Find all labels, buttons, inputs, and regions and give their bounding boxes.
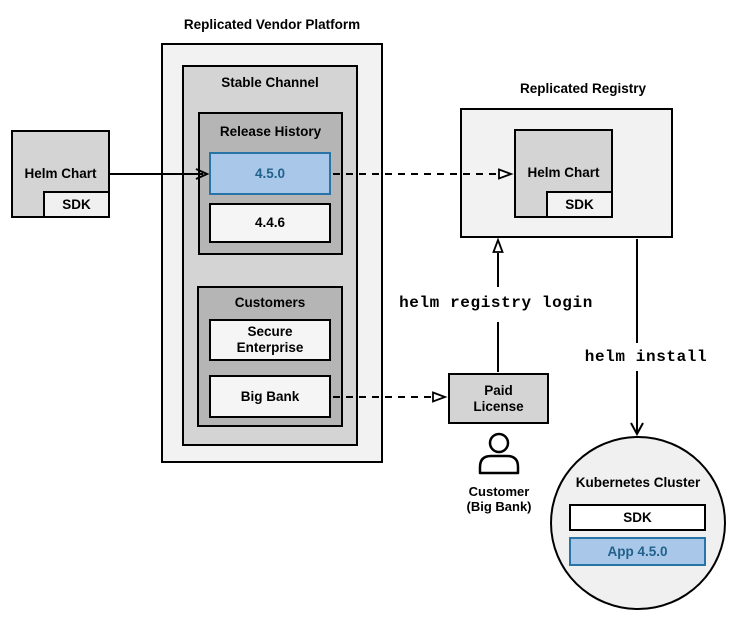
release-version-446: 4.4.6	[209, 203, 331, 243]
customer-big-bank: Big Bank	[209, 375, 331, 418]
release-version-450: 4.5.0	[209, 152, 331, 195]
registry-sdk-box: SDK	[546, 191, 613, 218]
cluster-app-box: App 4.5.0	[569, 537, 706, 566]
customer-person-icon	[478, 432, 520, 475]
cluster-sdk-box: SDK	[569, 504, 706, 531]
customer-secure-enterprise: Secure Enterprise	[209, 319, 331, 361]
source-helm-chart-label: Helm Chart	[24, 166, 97, 181]
stable-channel-label: Stable Channel	[221, 75, 319, 90]
command-helm-registry-login: helm registry login	[399, 294, 593, 312]
arrow-registry-to-cluster	[630, 239, 644, 437]
registry-helm-chart-label: Helm Chart	[527, 165, 600, 180]
source-sdk-box: SDK	[43, 191, 110, 218]
release-history-label: Release History	[219, 124, 322, 139]
paid-license-box: Paid License	[448, 373, 549, 424]
kubernetes-cluster-label: Kubernetes Cluster	[575, 475, 701, 490]
customer-actor-label: Customer (Big Bank)	[466, 484, 532, 515]
platform-title: Replicated Vendor Platform	[183, 17, 361, 32]
registry-title: Replicated Registry	[519, 81, 647, 96]
command-helm-install: helm install	[584, 348, 708, 366]
customers-label: Customers	[234, 295, 306, 310]
